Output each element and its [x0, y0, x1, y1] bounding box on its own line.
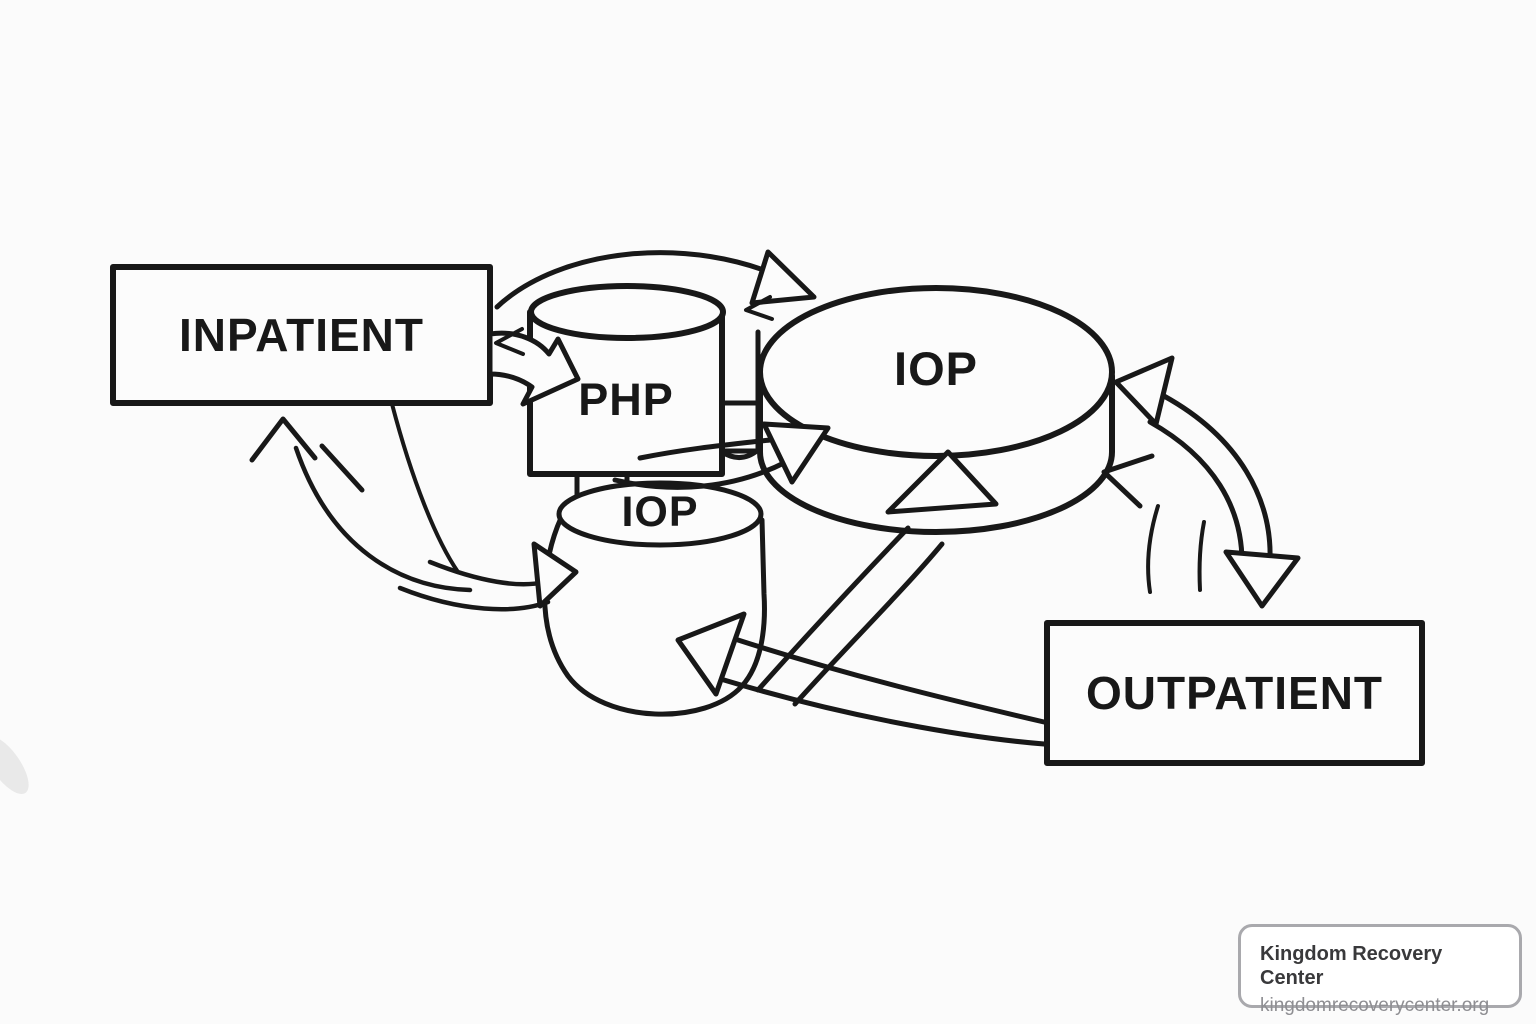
iop-small-pot	[542, 480, 767, 717]
arrow-php-to-iop-top-arc	[494, 249, 817, 321]
iop-disk	[757, 285, 1115, 535]
branding-title: Kingdom Recovery Center	[1260, 943, 1443, 989]
arrow-inpatient-to-php	[487, 327, 581, 407]
smudge-mark	[0, 736, 29, 794]
php-cylinder	[527, 283, 761, 499]
arrow-inpatient-iop-small-twoway	[249, 402, 579, 612]
arrow-php-to-iop-mid	[612, 421, 831, 490]
arrow-outpatient-to-iop-small	[675, 611, 1047, 747]
arrow-outpatient-to-iop	[1101, 453, 1206, 594]
arrow-iop-small-to-iop	[755, 449, 999, 707]
outpatient-box	[1044, 620, 1425, 766]
inpatient-box	[110, 264, 493, 406]
php-iop-connector	[719, 329, 761, 460]
arrow-iop-outpatient-twoway	[1113, 355, 1301, 609]
branding-card: Kingdom Recovery Center kingdomrecoveryc…	[1238, 924, 1522, 1016]
branding-url: kingdomrecoverycenter.org	[1260, 995, 1490, 1016]
